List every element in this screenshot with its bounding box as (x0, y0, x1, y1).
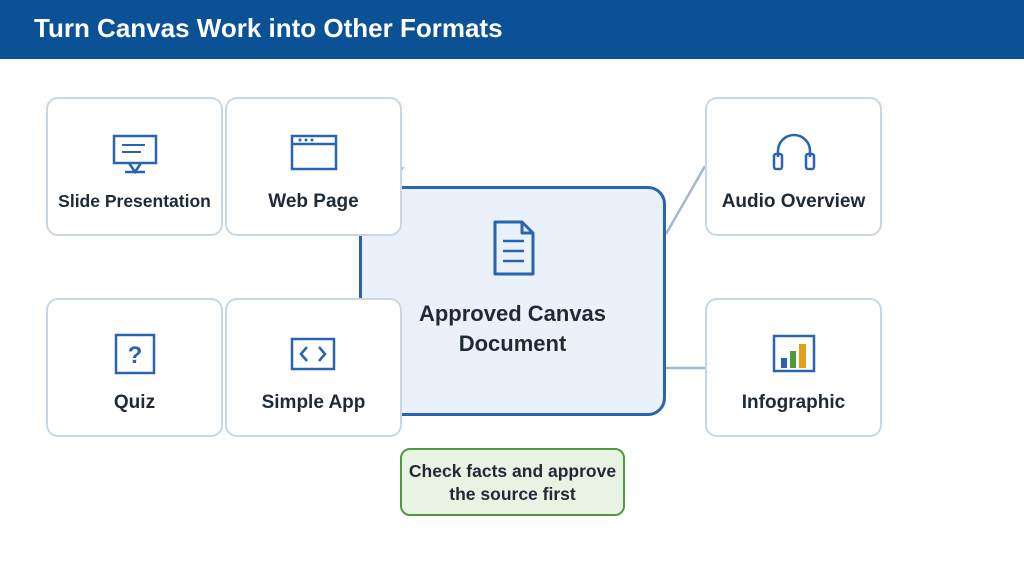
code-icon (290, 337, 335, 371)
page-title: Turn Canvas Work into Other Formats (34, 13, 503, 43)
header-bar: Turn Canvas Work into Other Formats (0, 0, 1024, 59)
approval-note-text: Check facts and approve the source first (402, 460, 623, 506)
center-title-line-2: Document (458, 331, 567, 356)
card-infographic: Infographic (705, 298, 882, 437)
card-label: Infographic (741, 392, 846, 413)
connector-audio-overview (664, 165, 707, 235)
approval-note-line-1: Check facts and approve (408, 461, 617, 481)
card-label: Slide Presentation (58, 191, 211, 211)
document-icon (493, 220, 535, 276)
approval-note: Check facts and approve the source first (400, 448, 625, 516)
card-simple-app: Simple App (225, 298, 402, 437)
center-title: Approved Canvas Document (362, 299, 663, 359)
card-label: Quiz (113, 392, 156, 413)
card-slide-presentation: Slide Presentation (46, 97, 223, 236)
browser-window-icon (290, 134, 337, 171)
approved-canvas-document-node: Approved Canvas Document (359, 186, 666, 416)
card-label: Simple App (261, 392, 366, 413)
presentation-icon (112, 134, 157, 175)
card-audio-overview: Audio Overview (705, 97, 882, 236)
bar-chart-icon (772, 334, 815, 373)
approval-note-line-2: the source first (449, 484, 576, 504)
card-web-page: Web Page (225, 97, 402, 236)
svg-text:?: ? (127, 342, 142, 369)
card-label: Web Page (268, 191, 359, 212)
headphones-icon (772, 133, 815, 171)
card-label: Audio Overview (721, 191, 866, 212)
card-quiz: ? Quiz (46, 298, 223, 437)
question-mark-icon: ? (114, 333, 155, 375)
center-title-line-1: Approved Canvas (418, 301, 607, 326)
